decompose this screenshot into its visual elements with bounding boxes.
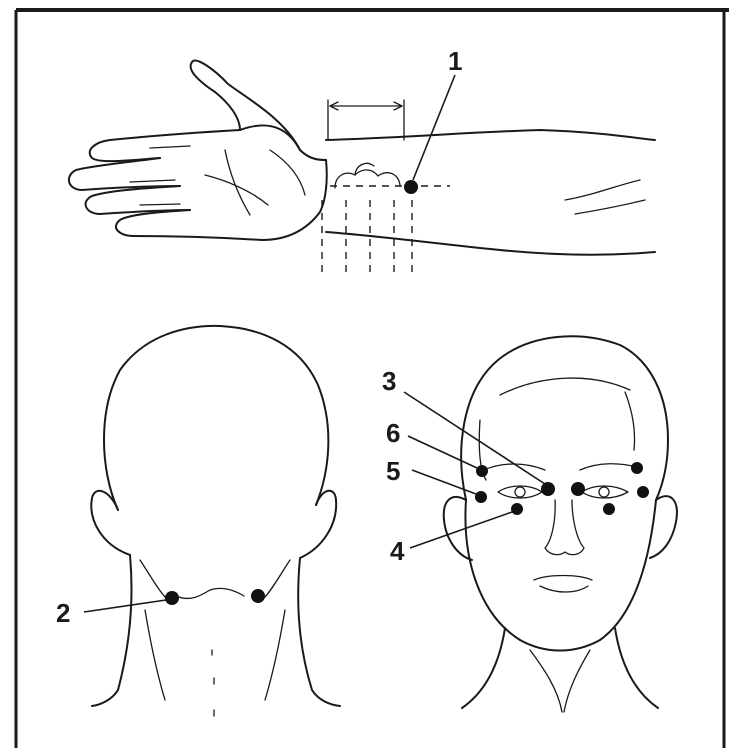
point-brow-left <box>476 465 488 477</box>
leader-lines <box>84 75 545 612</box>
point-under-eye-left <box>511 503 523 515</box>
label-2: 2 <box>56 598 70 628</box>
point-brow-inner-left <box>541 482 555 496</box>
point-under-eye-right <box>603 503 615 515</box>
point-wrist <box>404 180 418 194</box>
point-eye-outer-right <box>637 486 649 498</box>
hand-arm-illustration <box>69 61 655 275</box>
label-5: 5 <box>386 456 400 486</box>
label-4: 4 <box>390 536 405 566</box>
label-6: 6 <box>386 418 400 448</box>
point-brow-right <box>631 462 643 474</box>
label-3: 3 <box>382 366 396 396</box>
head-back-illustration <box>91 326 340 716</box>
point-labels: 1 2 3 4 5 6 <box>56 46 462 628</box>
label-1: 1 <box>448 46 462 76</box>
frame-border <box>16 10 729 748</box>
point-brow-inner-right <box>571 482 585 496</box>
point-nape-left <box>165 591 179 605</box>
point-nape-right <box>251 589 265 603</box>
point-eye-outer-left <box>475 491 487 503</box>
acupressure-points <box>165 180 649 605</box>
